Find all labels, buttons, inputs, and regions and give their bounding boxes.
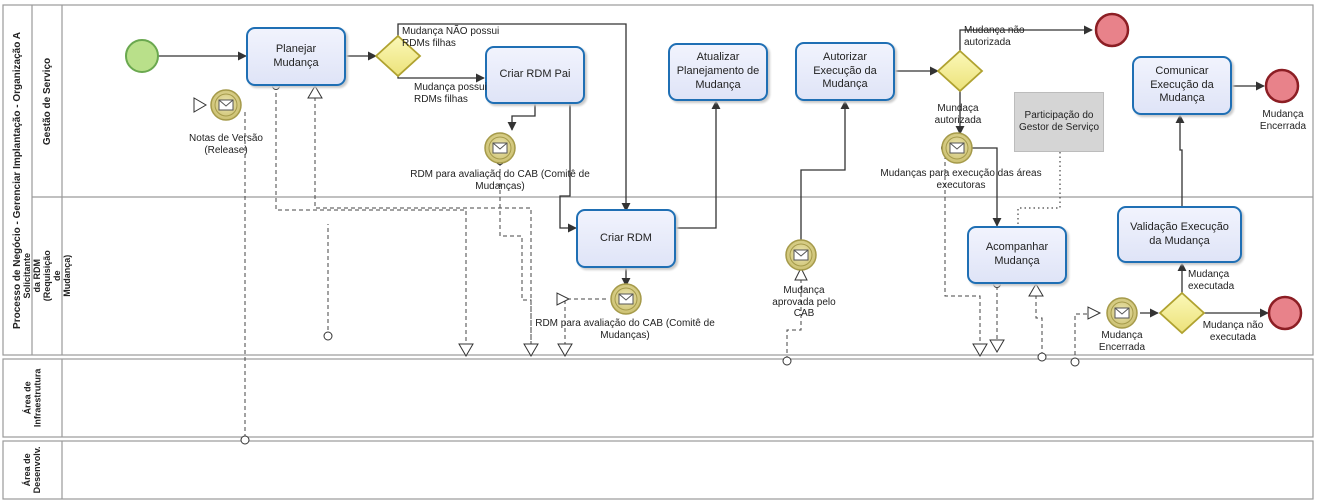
start-event	[125, 39, 159, 73]
pool-frame	[2, 4, 1314, 500]
task-planejar-mudanca[interactable]: Planejar Mudança	[246, 27, 346, 86]
lane-label-gestao: Gestão de Serviço	[42, 57, 54, 145]
label-nao-possui: Mudança NÃO possui RDMs filhas	[402, 26, 500, 49]
end-event-nao-executada	[1267, 295, 1303, 331]
message-event-aprovada-cab	[785, 239, 817, 271]
task-atualizar-planejamento[interactable]: Atualizar Planejamento de Mudança	[668, 43, 768, 101]
label-possui: Mudança possui RDMs filhas	[414, 82, 487, 105]
task-label: Comunicar Execução da Mudança	[1150, 64, 1214, 105]
end-event-nao-autorizada	[1094, 12, 1130, 48]
label-rdm-avaliacao-2: RDM para avaliação do CAB (Comitê de Mud…	[535, 318, 715, 341]
label-notas-versao: Notas de Versão (Release)	[189, 133, 263, 156]
gateway-rdms-filhas	[374, 34, 422, 78]
task-criar-rdm-pai[interactable]: Criar RDM Pai	[485, 46, 585, 104]
message-event-rdm-cab-1	[484, 132, 516, 164]
task-autorizar-execucao[interactable]: Autorizar Execução da Mudança	[795, 42, 895, 101]
gateway-autorizacao	[936, 49, 984, 93]
lane-label-infra: Área de Infraestrutura	[22, 368, 42, 428]
task-label: Autorizar Execução da Mudança	[813, 50, 877, 91]
task-acompanhar-mudanca[interactable]: Acompanhar Mudança	[967, 226, 1067, 284]
task-validacao-execucao[interactable]: Validação Execução da Mudança	[1117, 206, 1242, 263]
label-nao-autorizada: Mudança não autorizada	[964, 25, 1025, 48]
message-event-mudancas-execucao	[941, 132, 973, 164]
lane-label-solicitante: Solicitante da RDM (Requisição de Mudanç…	[21, 250, 72, 302]
lane-label-desenv: Área de Desenvolv.	[22, 446, 42, 494]
annotation-link	[1017, 152, 1061, 226]
end-events	[1094, 12, 1303, 331]
message-event-encerrada	[1106, 297, 1138, 329]
task-criar-rdm[interactable]: Criar RDM	[576, 209, 676, 268]
task-label: Validação Execução da Mudança	[1130, 220, 1229, 247]
label-executada: Mudança executada	[1188, 269, 1235, 292]
task-comunicar-execucao[interactable]: Comunicar Execução da Mudança	[1132, 56, 1232, 115]
message-event-rdm-cab-2	[610, 283, 642, 315]
task-label: Atualizar Planejamento de Mudança	[676, 51, 760, 91]
label-autorizada: Mundaça autorizada	[934, 103, 982, 126]
label-rdm-avaliacao-1: RDM para avaliação do CAB (Comitê de Mud…	[410, 169, 590, 192]
label-encerrada-msg: Mudança Encerrada	[1098, 330, 1146, 353]
task-label: Criar RDM Pai	[499, 68, 571, 81]
label-aprovada-cab: Mudança aprovada pelo CAB	[772, 285, 836, 319]
task-label: Acompanhar Mudança	[985, 241, 1049, 267]
task-label: Criar RDM	[600, 231, 652, 244]
end-event-encerrada	[1264, 68, 1300, 104]
message-events	[210, 89, 1138, 329]
annotation-participacao-gestor: Participação do Gestor de Serviço	[1014, 92, 1104, 152]
sequence-flows	[158, 23, 1269, 318]
label-mudancas-execucao: Mudanças para execução das áreas executo…	[880, 168, 1042, 191]
message-event-notas-versao	[210, 89, 242, 121]
gateway-execucao	[1158, 291, 1206, 335]
label-nao-executada: Mudança não executada	[1202, 320, 1264, 343]
label-encerrada-end: Mudança Encerrada	[1259, 109, 1307, 132]
task-label: Planejar Mudança	[273, 42, 319, 69]
pool-title: Processo de Negócio - Gerenciar Implanta…	[12, 31, 24, 329]
gateways	[374, 34, 1206, 335]
message-flows	[244, 86, 1088, 438]
